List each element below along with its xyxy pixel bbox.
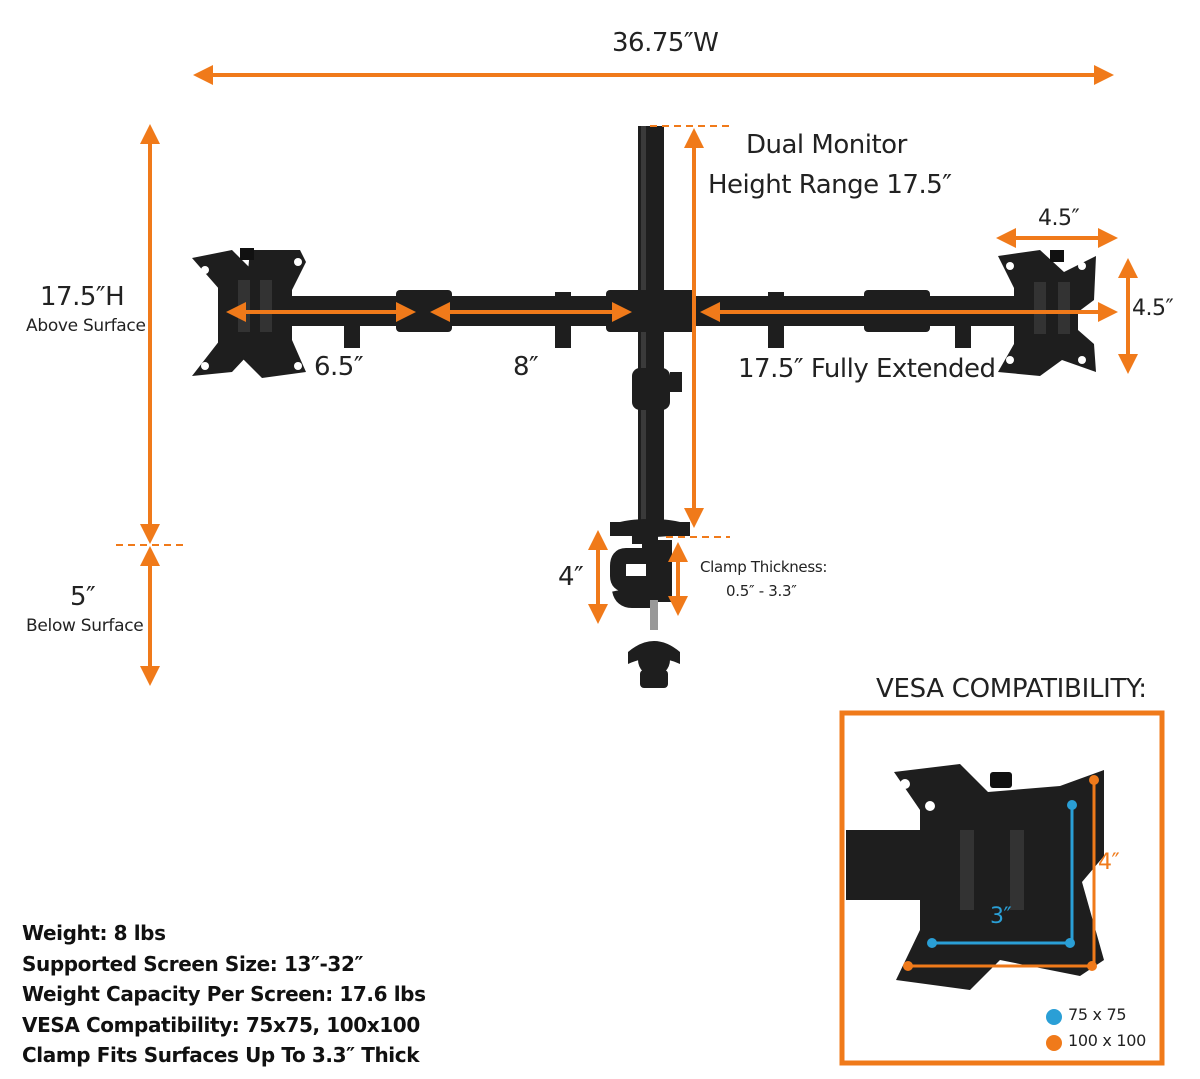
height-above-sub-label: Above Surface: [26, 316, 146, 336]
vesa-large-dim-label: 4″: [1098, 850, 1120, 875]
vesa-box: [839, 710, 1165, 1066]
below-surface-label: 5″: [70, 582, 96, 612]
plate-height-label: 4.5″: [1132, 296, 1174, 321]
mount-hardware: [192, 126, 1096, 688]
spec-item: VESA Compatibility: 75x75, 100x100: [22, 1012, 420, 1037]
plate-width-label: 4.5″: [1038, 206, 1080, 231]
vesa-title: VESA COMPATIBILITY:: [876, 674, 1147, 704]
spec-item: Clamp Fits Surfaces Up To 3.3″ Thick: [22, 1043, 420, 1067]
arm-segment-1-label: 6.5″: [314, 352, 364, 382]
arm-extended-label: 17.5″ Fully Extended: [738, 354, 996, 384]
clamp-thickness-label-line2: 0.5″ - 3.3″: [726, 582, 797, 600]
vesa-plate: [894, 764, 1104, 990]
height-range-label-line2: Height Range 17.5″: [708, 170, 952, 200]
height-range-label-line1: Dual Monitor: [746, 130, 907, 160]
desk-clamp: [610, 519, 690, 688]
spec-item: Supported Screen Size: 13″-32″: [22, 951, 363, 976]
legend-100-label: 100 x 100: [1068, 1031, 1147, 1050]
total-width-label: 36.75″W: [612, 28, 719, 58]
spec-item: Weight: 8 lbs: [22, 921, 166, 945]
below-surface-sub-label: Below Surface: [26, 616, 144, 636]
clamp-height-label: 4″: [558, 562, 584, 592]
vesa-small-dim-label: 3″: [990, 904, 1012, 929]
clamp-thickness-label-line1: Clamp Thickness:: [700, 558, 828, 576]
legend-75-label: 75 x 75: [1068, 1005, 1127, 1024]
dimension-arrows: [140, 65, 1138, 686]
legend-100-swatch: [1046, 1035, 1062, 1051]
legend-75-swatch: [1046, 1009, 1062, 1025]
reference-lines: [116, 125, 730, 546]
spec-list: Weight: 8 lbs Supported Screen Size: 13″…: [22, 918, 426, 1071]
spec-item: Weight Capacity Per Screen: 17.6 lbs: [22, 982, 426, 1006]
height-above-label: 17.5″H: [40, 282, 125, 312]
arm-segment-2-label: 8″: [513, 352, 539, 382]
